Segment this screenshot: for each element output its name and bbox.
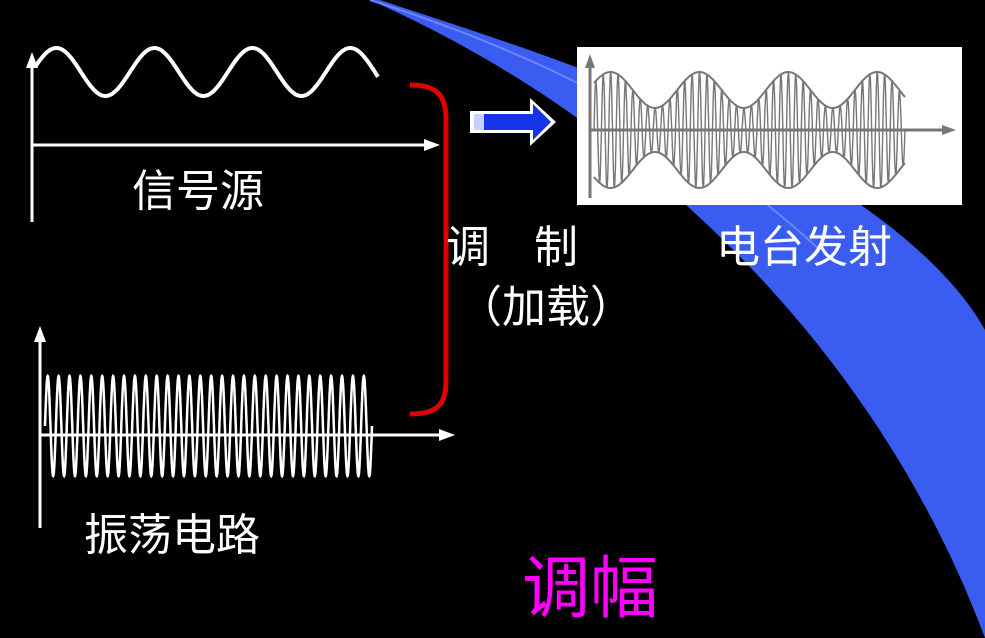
broadcast-label: 电台发射 (716, 222, 892, 273)
signal-axes (26, 52, 440, 222)
right-arrow-icon (470, 98, 556, 146)
carrier-waveform (43, 373, 374, 479)
modulated-envelope (593, 71, 906, 189)
modulated-carrier (593, 70, 906, 189)
oscillator-circuit-label: 振荡电路 (84, 510, 260, 561)
signal-source-label: 信号源 (132, 166, 264, 217)
page-title: 调幅 (522, 550, 659, 629)
loading-label: （加载） (458, 282, 634, 333)
modulation-bracket (409, 82, 449, 417)
modulation-label: 调 制 (446, 222, 578, 273)
oscillator-axes (34, 326, 455, 528)
signal-waveform (33, 46, 380, 98)
